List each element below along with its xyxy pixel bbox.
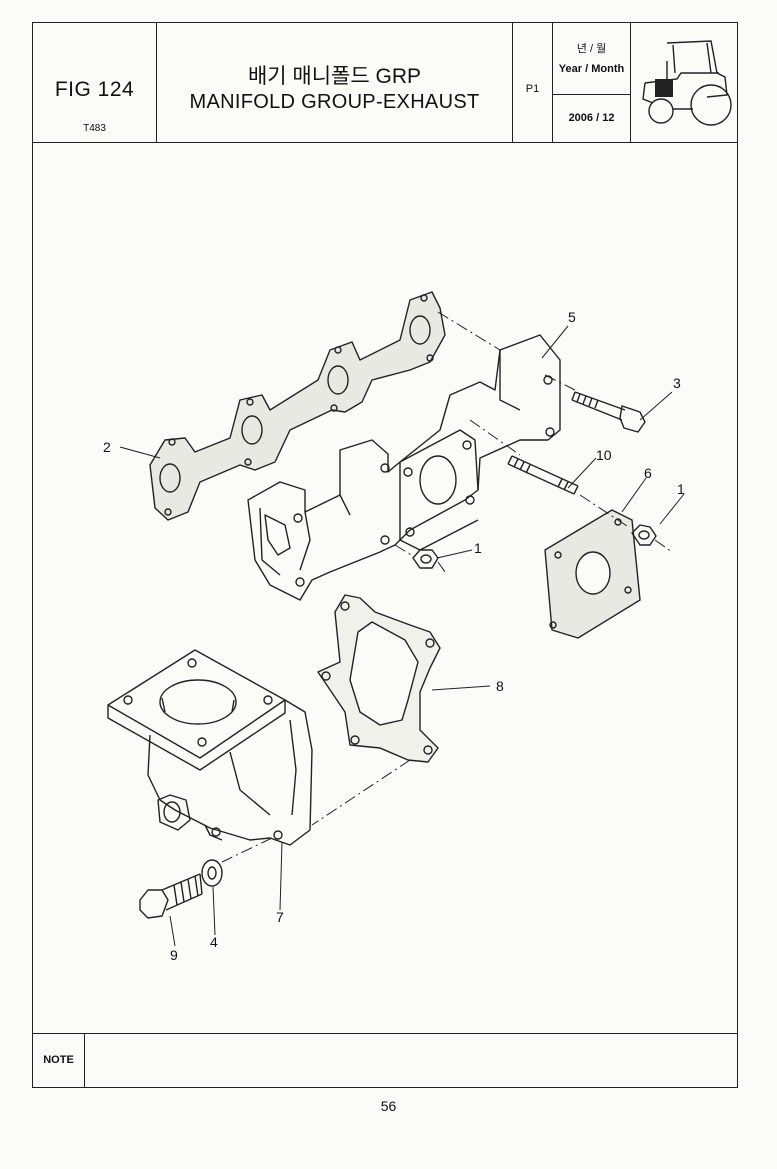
thumbnail-cell [631, 23, 737, 142]
callout-3: 3 [673, 375, 681, 391]
page-code: P1 [525, 83, 540, 95]
page-number: 56 [380, 1098, 397, 1114]
note-row: NOTE [33, 1033, 737, 1087]
manifold-gasket-part-2 [149, 291, 446, 521]
bolt-part-3 [571, 391, 646, 433]
callout-7: 7 [276, 909, 284, 925]
callout-5: 5 [568, 309, 576, 325]
exhaust-elbow-part-7 [107, 649, 313, 846]
fig-cell: FIG 124 T483 [33, 23, 157, 142]
bolt-part-9 [139, 873, 203, 919]
callout-2: 2 [103, 439, 111, 455]
callout-10: 10 [596, 447, 612, 463]
note-label: NOTE [33, 1034, 85, 1087]
fig-number: FIG 124 [54, 78, 135, 101]
callout-9: 9 [170, 947, 178, 963]
callout-1-upper: 1 [677, 481, 685, 497]
title-cell: 배기 매니폴드 GRP MANIFOLD GROUP-EXHAUST [157, 23, 513, 142]
callout-4: 4 [210, 934, 218, 950]
title-block: FIG 124 T483 배기 매니폴드 GRP MANIFOLD GROUP-… [33, 23, 737, 143]
callout-6: 6 [644, 465, 652, 481]
turbo-gasket-part-8 [317, 594, 441, 763]
stud-part-10 [507, 455, 579, 495]
tractor-icon [642, 40, 732, 126]
fig-code: T483 [83, 123, 106, 134]
date-label-english: Year / Month [558, 63, 625, 75]
parts-sheet-frame: FIG 124 T483 배기 매니폴드 GRP MANIFOLD GROUP-… [32, 22, 738, 1088]
date-value: 2006 / 12 [568, 112, 615, 124]
exhaust-manifold-part-5 [247, 334, 561, 601]
flange-gasket-part-6 [544, 509, 641, 639]
callout-8: 8 [496, 678, 504, 694]
page-code-cell: P1 [513, 23, 553, 142]
date-cell: 년 / 월 Year / Month 2006 / 12 [553, 23, 631, 142]
date-label-korean: 년 / 월 [576, 43, 607, 55]
title-english: MANIFOLD GROUP-EXHAUST [189, 91, 480, 113]
title-korean: 배기 매니폴드 GRP [247, 65, 422, 88]
callout-1-lower: 1 [474, 540, 482, 556]
date-label-box: 년 / 월 Year / Month [553, 23, 630, 95]
washer-part-4 [201, 859, 223, 887]
